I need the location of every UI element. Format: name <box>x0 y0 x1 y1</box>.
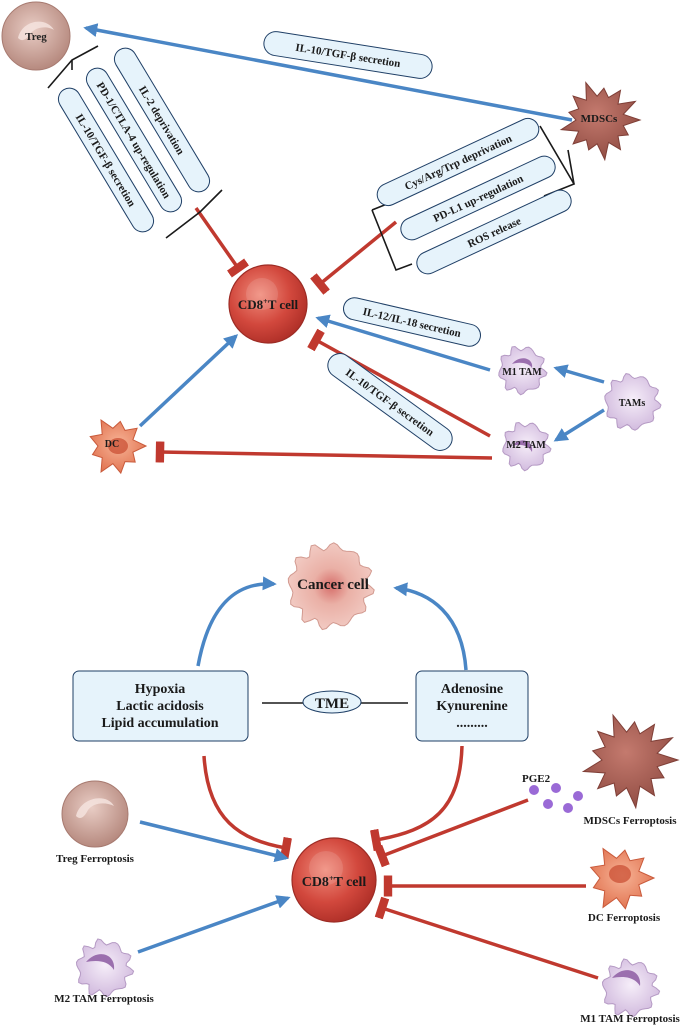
cd8-label-top: CD8+T cell <box>238 297 299 312</box>
dc-ferroptosis-label: DC Ferroptosis <box>588 912 661 924</box>
tme-right-box: Adenosine Kynurenine ......... <box>415 670 529 742</box>
treg-cell: Treg <box>1 1 71 71</box>
mdsc-inhibit-arrow <box>310 220 398 295</box>
cd8-t-cell-top: CD8+T cell <box>228 264 308 344</box>
m1-to-cd8-arrow <box>315 314 491 372</box>
treg-to-cd8-arrow <box>139 820 289 863</box>
left-to-cancer-arrow <box>196 576 277 667</box>
right-box-line-3: ......... <box>456 716 488 731</box>
m2-to-cd8-arrow <box>137 895 291 954</box>
m1-tam-ferroptosis-label: M1 TAM Ferroptosis <box>580 1013 680 1025</box>
tams-cell: TAMs <box>604 373 662 431</box>
tme-ellipse: TME <box>302 690 362 714</box>
mdsc-bracket-left <box>371 209 413 272</box>
dc-to-cd8-arrow <box>138 334 239 428</box>
left-box-line-2: Lactic acidosis <box>116 699 204 714</box>
treg-ferroptosis-label: Treg Ferroptosis <box>56 853 135 865</box>
dc-label: DC <box>105 439 119 450</box>
m1-tam-label: M1 TAM <box>502 367 542 378</box>
left-inhibit-cd8-arrow <box>202 755 292 860</box>
treg-bracket-bottom <box>165 189 223 239</box>
m1-tam-ferroptosis-cell: M1 TAM Ferroptosis <box>580 958 681 1025</box>
left-box-line-1: Hypoxia <box>135 682 186 697</box>
tme-label: TME <box>315 696 349 712</box>
cancer-cell-label: Cancer cell <box>297 577 369 593</box>
right-to-cancer-arrow <box>393 582 468 671</box>
tams-to-m1-arrow <box>553 364 605 384</box>
cd8-t-cell-bottom: CD8+T cell <box>291 837 377 923</box>
m2-inhibit-dc-arrow <box>155 441 493 463</box>
mdscs-label: MDSCs <box>581 113 618 125</box>
m2-tam-ferroptosis-label: M2 TAM Ferroptosis <box>54 993 154 1005</box>
tams-label: TAMs <box>619 398 646 409</box>
m2-tam-ferroptosis-cell: M2 TAM Ferroptosis <box>54 938 155 1005</box>
m2-mech-label: IL-10/TGF-β secretion <box>343 367 436 439</box>
left-box-line-3: Lipid accumulation <box>101 716 218 731</box>
cancer-cell: Cancer cell <box>287 542 375 631</box>
right-box-line-1: Adenosine <box>441 682 503 697</box>
pge2-inhibit-cd8-arrow <box>374 798 529 868</box>
cd8-label-bottom: CD8+T cell <box>302 874 367 890</box>
right-inhibit-cd8-arrow <box>370 745 464 852</box>
mdsc-to-treg-arrow <box>83 23 573 122</box>
m1-tam-cell: M1 TAM <box>498 345 548 396</box>
mdscs-ferroptosis-label: MDSCs Ferroptosis <box>584 815 678 827</box>
tams-to-m2-arrow <box>553 408 605 442</box>
pge2-molecules: PGE2 <box>522 773 583 813</box>
dc-cell: DC <box>89 418 148 475</box>
mdscs-ferroptosis-cell: MDSCs Ferroptosis <box>581 713 680 827</box>
dc-ferroptosis-cell: DC Ferroptosis <box>588 847 661 924</box>
pill-il10-m2: IL-10/TGF-β secretion <box>327 353 453 451</box>
m1-inhibit-cd8-arrow <box>374 896 599 980</box>
pge2-label: PGE2 <box>522 773 551 785</box>
right-box-line-2: Kynurenine <box>436 699 507 714</box>
treg-label: Treg <box>25 31 47 43</box>
pill-il12: IL-12/IL-18 secretion <box>343 297 481 347</box>
pill-mdsc-treg: IL-10/TGF-β secretion <box>263 31 433 79</box>
mdscs-cell: MDSCs <box>559 81 642 162</box>
m2-tam-label: M2 TAM <box>506 440 546 451</box>
tme-left-box: Hypoxia Lactic acidosis Lipid accumulati… <box>72 670 249 742</box>
m2-tam-cell: M2 TAM <box>502 421 552 472</box>
treg-ferroptosis-cell: Treg Ferroptosis <box>56 780 135 865</box>
treg-inhibit-arrow <box>194 206 250 278</box>
